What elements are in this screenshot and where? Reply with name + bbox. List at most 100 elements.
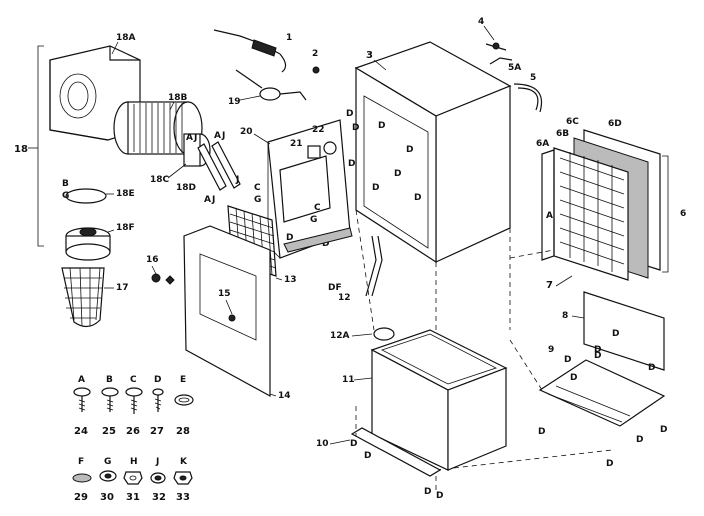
hw-letter-E: E xyxy=(180,375,186,385)
hardware-legend xyxy=(72,387,194,485)
label-18D: 18D xyxy=(176,183,196,193)
label-18B: 18B xyxy=(168,93,188,103)
media-pad-frame-6: 6 6A 6B 6C 6D A 7 xyxy=(509,117,686,291)
tube-5A: 5A xyxy=(489,57,521,73)
screw-2: 2 xyxy=(312,49,320,74)
label-16: 16 xyxy=(146,255,159,265)
label-11: 11 xyxy=(342,375,355,385)
pump-motor-18F: 18F xyxy=(65,223,135,261)
hw-letter-J: J xyxy=(155,457,159,467)
label-D-1: D xyxy=(286,233,293,243)
hw-number-31: 31 xyxy=(126,492,140,503)
base-rail-9: 9 D D D D D D D xyxy=(435,339,667,471)
label-D-5: D xyxy=(378,121,385,131)
hw-number-32: 32 xyxy=(152,492,166,503)
label-D-15: D xyxy=(594,351,601,361)
label-5: 5 xyxy=(530,73,536,83)
control-panel-20: 20 C G C G D D xyxy=(240,119,353,259)
label-A-2: A xyxy=(214,131,221,141)
hw-letter-H: H xyxy=(130,457,138,467)
label-18C: 18C xyxy=(150,175,170,185)
label-14: 14 xyxy=(278,391,291,401)
label-D-7: D xyxy=(348,159,355,169)
screw-15: 15 xyxy=(218,289,233,315)
hw-letter-B: B xyxy=(106,375,113,385)
hw-number-27: 27 xyxy=(150,426,164,437)
label-13: 13 xyxy=(284,275,297,285)
hw-number-29: 29 xyxy=(74,492,88,503)
base-rail-10: 10 D D D D xyxy=(316,406,443,501)
label-C-2: C xyxy=(314,203,321,213)
knob-16: 16 xyxy=(146,255,175,285)
hw-letter-F: F xyxy=(78,457,84,467)
hw-number-26: 26 xyxy=(126,426,140,437)
label-D-16: D xyxy=(538,427,545,437)
hose-5: 5 xyxy=(513,73,542,113)
label-D-19: D xyxy=(660,425,667,435)
hw-K-icon xyxy=(173,471,193,485)
pump-screen-17: 17 xyxy=(61,267,129,328)
hardware-legend-row-2: F G H J K 29 30 31 32 33 xyxy=(74,457,190,503)
hw-number-25: 25 xyxy=(102,426,116,437)
label-2: 2 xyxy=(312,49,318,59)
harness-1: 1 xyxy=(213,29,292,73)
label-18A: 18A xyxy=(116,33,136,43)
label-21: 21 xyxy=(290,139,303,149)
hw-J-icon xyxy=(150,472,166,484)
cabinet-3: 3 D D D D D D D D xyxy=(346,41,512,470)
label-7: 7 xyxy=(546,280,553,291)
label-6D: 6D xyxy=(608,119,622,129)
label-C-1: C xyxy=(254,183,261,193)
hw-C-icon xyxy=(125,387,143,414)
label-G-3: G xyxy=(310,215,317,225)
hw-number-33: 33 xyxy=(176,492,190,503)
label-D-9: D xyxy=(414,193,421,203)
label-15: 15 xyxy=(218,289,231,299)
float-12: 12 DF xyxy=(328,235,383,303)
label-D-21: D xyxy=(350,439,357,449)
hw-letter-G: G xyxy=(104,457,111,467)
label-17: 17 xyxy=(116,283,129,293)
valve-4: 4 xyxy=(478,17,507,51)
label-D-17: D xyxy=(606,459,613,469)
label-D-10: D xyxy=(372,183,379,193)
label-J-1: J xyxy=(193,133,197,143)
label-D-3: D xyxy=(346,109,353,119)
clamp-18E: B G 18E xyxy=(62,179,135,204)
label-D-24: D xyxy=(436,491,443,501)
label-D-18: D xyxy=(636,435,643,445)
label-DF: DF xyxy=(328,283,342,293)
label-12: 12 xyxy=(338,293,351,303)
hw-letter-K: K xyxy=(180,457,188,467)
group-18-bracket: 18 xyxy=(14,45,44,247)
label-D-20: D xyxy=(570,373,577,383)
switch-21: 21 xyxy=(290,139,321,159)
hw-E-icon xyxy=(174,394,194,406)
hw-letter-C: C xyxy=(130,375,137,385)
hw-F-icon xyxy=(72,473,92,483)
label-B: B xyxy=(62,179,69,189)
label-9: 9 xyxy=(548,345,554,355)
back-panel-8: 8 D D D xyxy=(562,291,665,373)
hw-letter-A: A xyxy=(78,375,85,385)
label-D-14: D xyxy=(564,355,571,365)
hardware-legend-row-1: A B C D E 24 25 26 27 28 xyxy=(74,375,190,437)
front-panel-14: 14 xyxy=(183,225,291,401)
label-D-22: D xyxy=(364,451,371,461)
float-12A: 12A xyxy=(330,327,395,341)
label-6B: 6B xyxy=(556,129,569,139)
label-18F: 18F xyxy=(116,223,135,233)
hw-D-icon xyxy=(152,388,164,412)
label-3: 3 xyxy=(366,50,373,61)
label-8: 8 xyxy=(562,311,568,321)
label-A-4: A xyxy=(546,211,553,221)
label-6C: 6C xyxy=(566,117,579,127)
label-6A: 6A xyxy=(536,139,549,149)
hw-number-30: 30 xyxy=(100,492,114,503)
hw-number-28: 28 xyxy=(176,426,190,437)
label-J-4: J xyxy=(235,175,239,185)
hw-G-icon xyxy=(99,470,117,482)
label-J-2: J xyxy=(221,131,225,141)
label-5A: 5A xyxy=(508,63,521,73)
label-D-23: D xyxy=(424,487,431,497)
